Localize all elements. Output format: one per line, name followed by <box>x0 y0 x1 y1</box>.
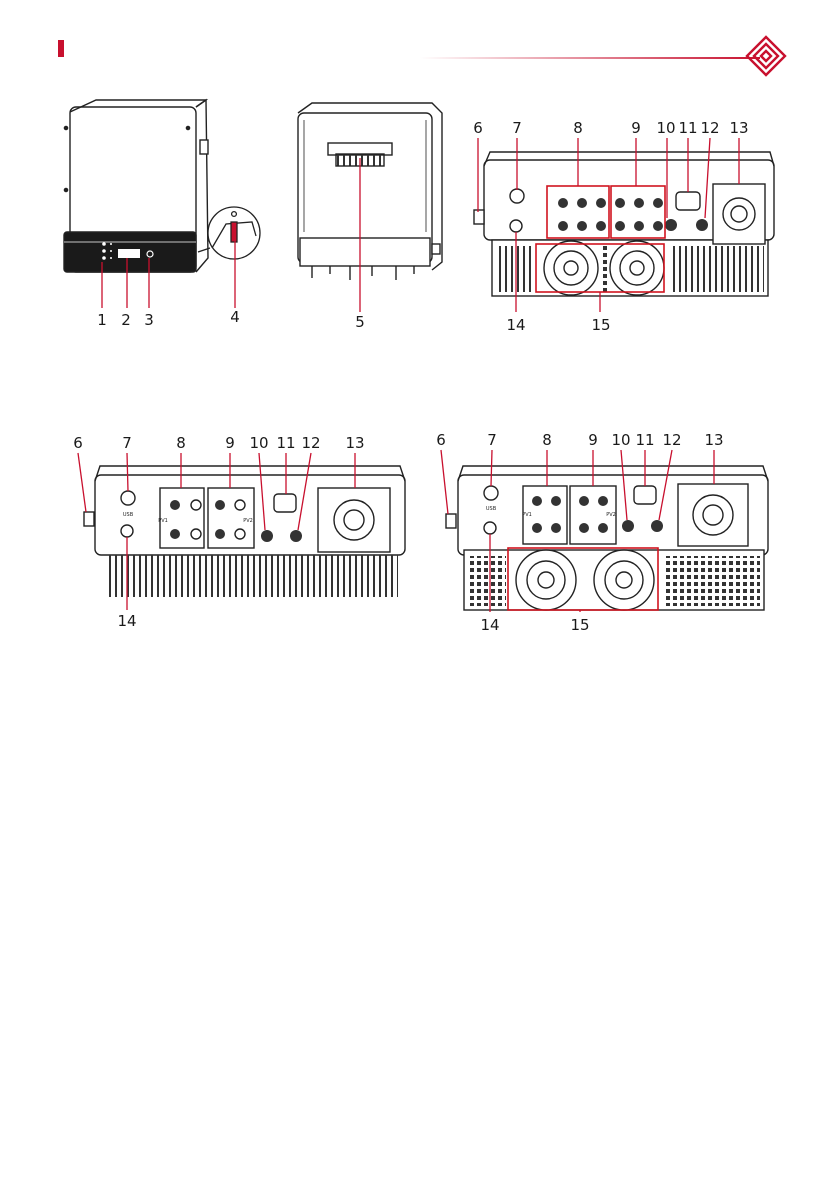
pv1-label: PV1 <box>522 512 532 518</box>
callout-15: 15 <box>591 316 610 334</box>
callout-14: 14 <box>506 316 525 334</box>
usb-label: USB <box>123 512 134 518</box>
display-screen <box>118 249 140 258</box>
callout-8: 8 <box>542 431 552 449</box>
callout-15: 15 <box>570 616 589 634</box>
callout-12: 12 <box>662 431 681 449</box>
pv2-label: PV2 <box>606 512 616 518</box>
callout-12: 12 <box>301 434 320 452</box>
callout-10: 10 <box>249 434 268 452</box>
callout-7: 7 <box>122 434 132 452</box>
callout-14: 14 <box>117 612 136 630</box>
pv2-label: PV2 <box>243 518 253 524</box>
callout-7: 7 <box>487 431 497 449</box>
callout-7: 7 <box>512 119 522 137</box>
callout-12: 12 <box>700 119 719 137</box>
inverter-bottom-view-small <box>84 466 405 597</box>
inverter-front-view <box>64 100 208 272</box>
pv1-label: PV1 <box>158 518 168 524</box>
callout-13: 13 <box>704 431 723 449</box>
callout-9: 9 <box>225 434 235 452</box>
callout-13: 13 <box>345 434 364 452</box>
callout-3: 3 <box>144 311 154 329</box>
callout-8: 8 <box>573 119 583 137</box>
callout-4: 4 <box>230 308 240 326</box>
inverter-bottom-view-large <box>474 152 774 296</box>
callout-8: 8 <box>176 434 186 452</box>
callout-9: 9 <box>588 431 598 449</box>
callout-11: 11 <box>678 119 697 137</box>
callout-5: 5 <box>355 313 365 331</box>
callout-6: 6 <box>436 431 446 449</box>
usb-label: USB <box>486 506 497 512</box>
inverter-bottom-view-medium <box>446 466 768 610</box>
callout-9: 9 <box>631 119 641 137</box>
callout-2: 2 <box>121 311 131 329</box>
callout-6: 6 <box>73 434 83 452</box>
callout-13: 13 <box>729 119 748 137</box>
callout-14: 14 <box>480 616 499 634</box>
callout-1: 1 <box>97 311 107 329</box>
callout-6: 6 <box>473 119 483 137</box>
callout-10: 10 <box>611 431 630 449</box>
callout-11: 11 <box>276 434 295 452</box>
inverter-rear-view <box>298 103 442 280</box>
callout-11: 11 <box>635 431 654 449</box>
callout-10: 10 <box>656 119 675 137</box>
